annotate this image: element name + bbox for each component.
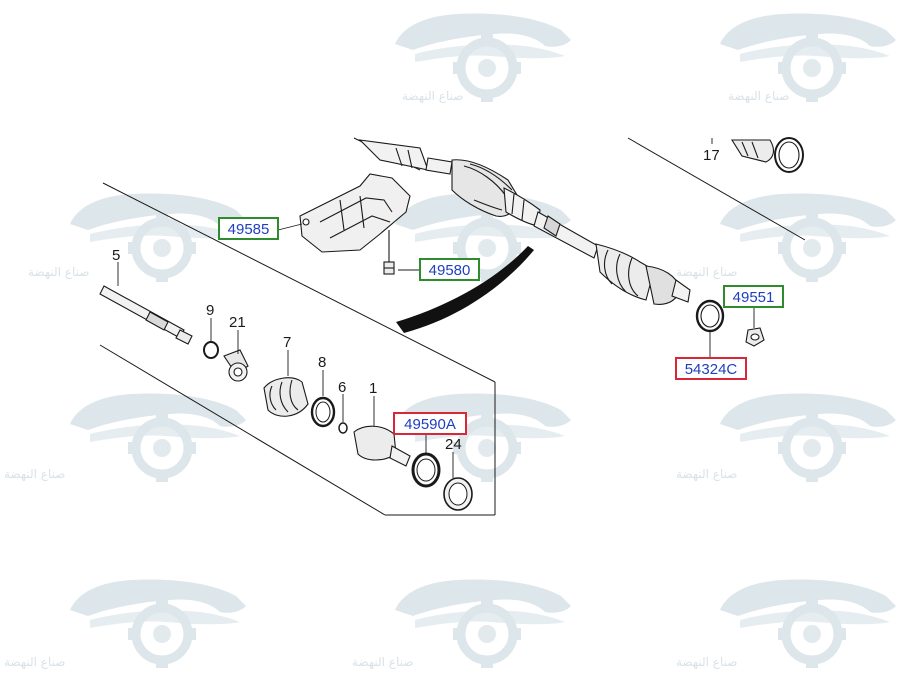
assembly-pointer-wedge xyxy=(396,246,534,333)
callout-numbers: 17 5 9 21 7 8 6 1 24 xyxy=(112,147,720,453)
callout-9: 9 xyxy=(206,302,214,319)
drive-shaft-assembly xyxy=(358,139,691,305)
bolt-part xyxy=(383,230,395,275)
label-49580-text: 49580 xyxy=(429,262,471,279)
partial-boot-17 xyxy=(731,137,804,173)
watermark-tile-11: صناع النهضة xyxy=(676,580,896,669)
callout-1: 1 xyxy=(369,380,377,397)
watermark-tile-6: صناع النهضة xyxy=(4,394,246,482)
label-54324C[interactable]: 54324C xyxy=(675,357,747,380)
watermark-logo-icon xyxy=(395,580,571,668)
watermark-text: صناع النهضة xyxy=(676,265,737,279)
leader-lines xyxy=(117,138,755,478)
watermark-text: صناع النهضة xyxy=(676,467,737,481)
joint-housing-1 xyxy=(353,425,411,467)
dust-cover-24 xyxy=(443,477,473,511)
watermark-logo-icon xyxy=(70,580,246,668)
ring-6 xyxy=(338,422,348,434)
label-49585-text: 49585 xyxy=(228,221,270,238)
clamp-8 xyxy=(310,396,336,428)
callout-24: 24 xyxy=(445,436,462,453)
watermark-tile-2: صناع النهضة xyxy=(720,14,896,103)
watermark-logo-icon xyxy=(70,394,246,482)
right-ring-and-nut xyxy=(695,299,765,347)
watermark-text: صناع النهضة xyxy=(352,655,413,669)
label-49551-text: 49551 xyxy=(733,289,775,306)
label-49590A-text: 49590A xyxy=(404,416,456,433)
watermark-text: صناع النهضة xyxy=(676,655,737,669)
watermark-tile-5: صناع النهضة xyxy=(676,194,896,282)
watermark-text: صناع النهضة xyxy=(4,655,65,669)
label-49580[interactable]: 49580 xyxy=(419,258,480,281)
watermark-tile-10: صناع النهضة xyxy=(352,580,571,669)
watermark-logo-icon xyxy=(720,394,896,482)
watermark-tile-8: صناع النهضة xyxy=(676,394,896,482)
axle-shaft-5 xyxy=(99,285,193,345)
watermark-logo-icon xyxy=(720,580,896,668)
callout-21: 21 xyxy=(229,314,246,331)
damper-21 xyxy=(223,349,249,382)
callout-6: 6 xyxy=(338,379,346,396)
label-49585[interactable]: 49585 xyxy=(218,217,279,240)
snap-ring-9 xyxy=(203,341,219,359)
label-54324C-text: 54324C xyxy=(685,361,738,378)
watermark-text: صناع النهضة xyxy=(402,89,463,103)
callout-8: 8 xyxy=(318,354,326,371)
callout-17: 17 xyxy=(703,147,720,164)
callout-5: 5 xyxy=(112,247,120,264)
boot-7 xyxy=(263,377,309,417)
label-49590A[interactable]: 49590A xyxy=(393,412,467,435)
heat-shield-part xyxy=(299,173,411,253)
callout-7: 7 xyxy=(283,334,291,351)
watermark-text: صناع النهضة xyxy=(728,89,789,103)
label-49551[interactable]: 49551 xyxy=(723,285,784,308)
seal-ring xyxy=(411,452,441,488)
watermark-logo-icon xyxy=(395,394,571,482)
watermark-tile-7 xyxy=(395,394,571,482)
watermark-text: صناع النهضة xyxy=(4,467,65,481)
watermark-tile-3: صناع النهضة xyxy=(28,194,246,282)
watermark-text: صناع النهضة xyxy=(28,265,89,279)
watermark-tile-9: صناع النهضة xyxy=(4,580,246,669)
watermark-tile-1: صناع النهضة xyxy=(395,14,571,103)
